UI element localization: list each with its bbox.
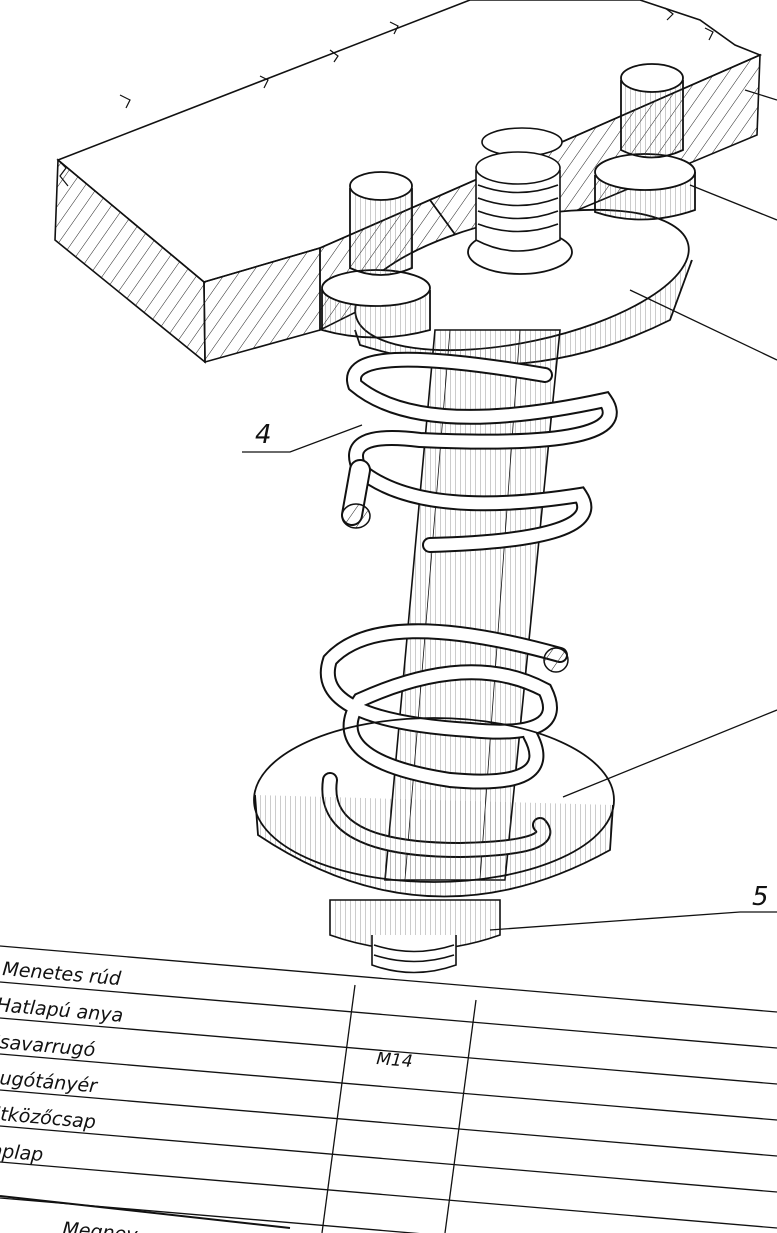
parts-list-header: Megnev... [62, 1218, 155, 1233]
lower-spring-plate [253, 717, 615, 898]
parts-row-spec: M14 [376, 1049, 414, 1072]
leader-lines [242, 89, 777, 931]
threaded-rod-top [475, 127, 563, 252]
parts-row-name: Hatlapú anya [0, 994, 124, 1027]
callout-label-4: 4 [255, 420, 272, 450]
hex-nut [329, 899, 501, 974]
parts-row-name: Rugótányér [0, 1066, 99, 1097]
spring-end-top [341, 503, 371, 529]
callout-label-5: 5 [752, 882, 769, 912]
stop-pin-right [594, 63, 696, 221]
parts-row-name: Csavarrugó [0, 1030, 96, 1061]
parts-list-table [0, 945, 777, 1233]
stop-pin-left [321, 171, 431, 339]
parts-row-name: Menetes rúd [2, 958, 123, 990]
spring-end-bottom [543, 647, 569, 673]
parts-row-name: Ütközőcsap [0, 1101, 97, 1133]
parts-row-name: Alaplap [0, 1138, 44, 1166]
